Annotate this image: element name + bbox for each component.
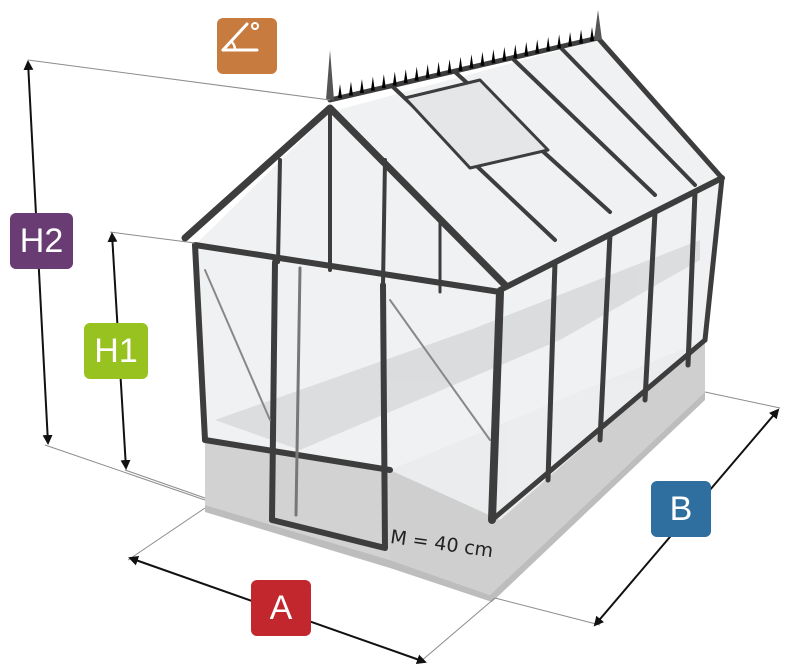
a-label: A	[251, 580, 311, 636]
greenhouse-frame	[181, 35, 725, 551]
cresting-spike	[338, 84, 342, 98]
cresting-spike	[381, 74, 386, 89]
cresting-spike	[458, 56, 463, 71]
ridge-cresting	[326, 10, 602, 100]
cresting-spike	[359, 79, 364, 94]
cresting-spike	[590, 27, 594, 41]
cresting-spike	[491, 49, 496, 64]
ridge-cresting-spikes	[338, 27, 594, 98]
cresting-spike	[513, 44, 518, 59]
cresting-spike	[568, 31, 573, 46]
cresting-spike	[348, 81, 353, 96]
h2-label: H2	[10, 213, 73, 269]
cresting-spike	[579, 29, 584, 44]
h1-label: H1	[84, 323, 148, 379]
cresting-spike	[469, 54, 474, 69]
cresting-spike	[557, 34, 562, 49]
bench	[215, 240, 700, 450]
roof-angle-icon	[217, 18, 277, 74]
dimension-guides	[27, 59, 781, 663]
cresting-spike	[436, 61, 441, 76]
cresting-spike	[414, 66, 419, 81]
cresting-spike	[502, 46, 507, 61]
cresting-spike	[403, 69, 408, 84]
cresting-spike	[425, 64, 430, 79]
cresting-spike	[392, 71, 397, 86]
cresting-spike	[480, 51, 485, 66]
cresting-spike	[447, 59, 452, 74]
angle-symbol-icon	[221, 22, 259, 52]
cresting-spike	[370, 76, 375, 91]
b-label: B	[651, 481, 711, 537]
cresting-spike	[546, 36, 551, 51]
cresting-spike	[535, 39, 540, 54]
cresting-spike	[524, 41, 529, 56]
